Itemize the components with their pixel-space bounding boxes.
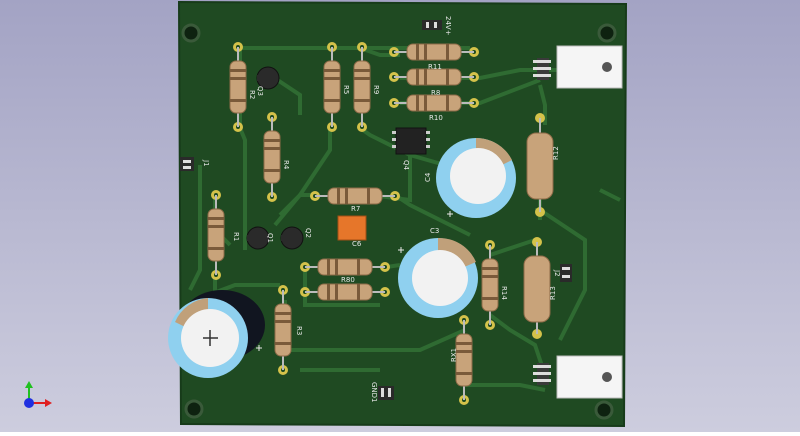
label-j2: J2 xyxy=(553,269,561,277)
label-q3: Q3 xyxy=(256,86,264,96)
label-r8: R8 xyxy=(431,89,440,97)
label-c6: C6 xyxy=(352,240,362,248)
connector-j2[interactable] xyxy=(560,264,572,282)
ic-q4[interactable] xyxy=(392,127,430,155)
label-r12: R12 xyxy=(552,146,560,160)
label-c3: C3 xyxy=(430,227,439,235)
resistor-r12[interactable] xyxy=(526,113,554,217)
mounting-holes xyxy=(181,23,617,420)
label-r4: R4 xyxy=(282,160,290,170)
transistor-q1[interactable] xyxy=(246,226,270,250)
regulator-top[interactable] xyxy=(533,45,623,89)
regulator-bottom[interactable] xyxy=(533,355,623,399)
label-r3: R3 xyxy=(295,326,303,335)
label-r10: R10 xyxy=(429,114,443,122)
resistor-r13[interactable] xyxy=(523,237,551,339)
label-r7: R7 xyxy=(351,205,360,213)
label-r2: R2 xyxy=(248,90,256,99)
connector-j1[interactable] xyxy=(180,157,194,171)
transistor-q2[interactable] xyxy=(280,226,304,250)
label-rx1: RX1 xyxy=(450,348,458,362)
label-r13: R13 xyxy=(549,286,557,300)
label-r11: R11 xyxy=(428,63,442,71)
label-r1: R1 xyxy=(232,232,240,241)
capacitor-large[interactable] xyxy=(168,290,265,378)
label-r5: R5 xyxy=(342,85,350,94)
xyz-axes-icon xyxy=(24,381,52,408)
label-c4: C4 xyxy=(424,172,432,182)
label-gnd1: GND1 xyxy=(370,382,378,403)
label-r9: R9 xyxy=(372,85,380,94)
label-q1: Q1 xyxy=(266,233,274,243)
label-q2: Q2 xyxy=(304,228,312,238)
capacitor-c6[interactable] xyxy=(337,215,367,241)
label-r80: R80 xyxy=(341,276,355,284)
connector-gnd1[interactable] xyxy=(378,386,394,400)
label-24v: 24V+ xyxy=(444,16,452,36)
connector-24v[interactable] xyxy=(422,20,442,30)
label-q4: Q4 xyxy=(402,160,410,171)
label-r14: R14 xyxy=(500,286,508,300)
capacitor-c4[interactable] xyxy=(436,137,516,218)
label-j1: J1 xyxy=(202,159,210,167)
capacitor-c3[interactable] xyxy=(398,237,478,318)
